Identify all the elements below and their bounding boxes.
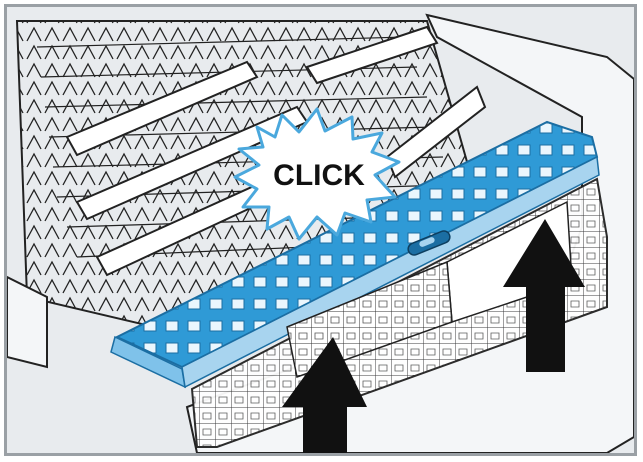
dishwasher-rack-illustration: CLICK (7, 7, 634, 453)
up-arrow-icon (503, 219, 585, 372)
click-callout-text: CLICK (273, 159, 365, 192)
tray-handle (407, 230, 451, 256)
click-burst-icon: CLICK (233, 107, 401, 241)
illustration-frame: CLICK (4, 4, 637, 456)
cutlery-tray (110, 120, 600, 389)
up-arrow-icon (282, 337, 367, 453)
